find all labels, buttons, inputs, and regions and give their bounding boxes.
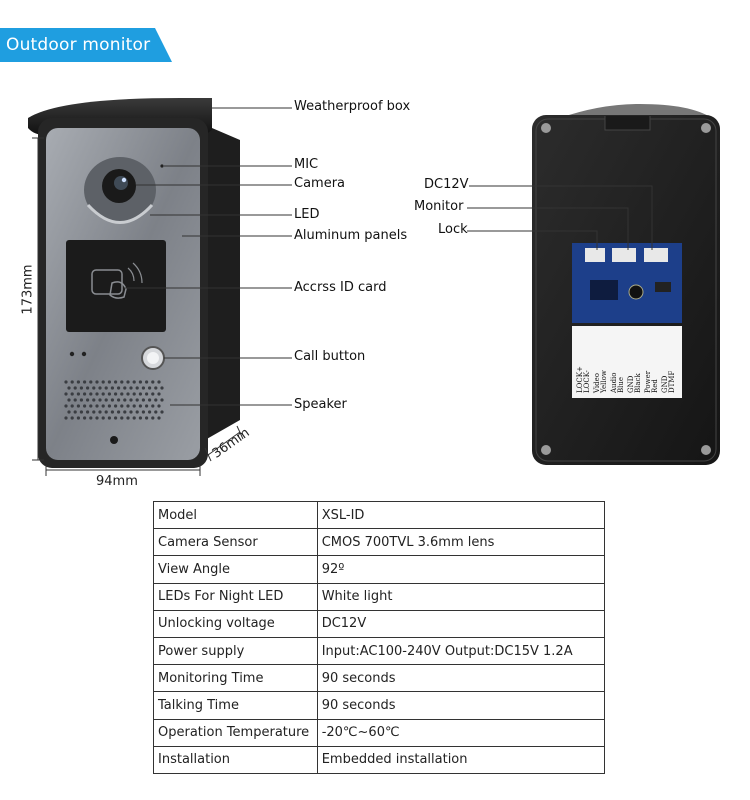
spec-value: XSL-ID [316,500,606,530]
table-row: Operation Temperature-20℃~60℃ [153,718,606,747]
mic-icon [160,164,164,168]
dimension-height: 173mm [20,264,36,315]
spec-label: View Angle [153,555,318,584]
spec-label: Operation Temperature [153,718,318,747]
spec-value: -20℃~60℃ [316,718,606,747]
spec-value: 90 seconds [316,664,606,693]
back-callout-lines [467,185,653,250]
screw-icon [541,123,551,133]
label-access-id-card: Accrss ID card [294,280,387,295]
terminal-label: Audio [610,373,618,395]
spec-value: 90 seconds [316,691,606,720]
card-reader-area [66,240,166,332]
label-aluminum-panels: Aluminum panels [294,228,408,243]
label-monitor: Monitor [414,199,464,214]
terminal-label-sticker [572,326,682,398]
screw-icon [701,123,711,133]
label-camera: Camera [294,176,346,191]
label-lock: Lock [438,222,468,237]
spec-label: Model [153,500,318,530]
front-unit [28,98,240,468]
screw-icon [541,445,551,455]
terminal-label: GND [627,375,635,393]
label-dc12v: DC12V [424,177,469,192]
spec-value: DC12V [316,609,606,638]
terminal-label: Power [644,370,652,393]
section-banner: Outdoor monitor [0,28,172,62]
spec-value: White light [316,582,606,611]
speaker-grille-icon [64,380,164,420]
id-card-icon [91,269,123,295]
terminal-label: Black [634,373,642,393]
label-speaker: Speaker [294,397,347,412]
terminal-label: LOCK+ [576,366,584,393]
terminal-label: DTMF [668,371,676,393]
spec-label: Power supply [153,636,318,666]
spec-label: Installation [153,745,318,774]
label-led: LED [294,207,320,222]
label-weatherproof-box: Weatherproof box [294,99,411,114]
front-callout-lines [124,107,292,406]
dimension-width: 94mm [96,474,138,489]
terminal-label: Video [593,373,601,394]
spec-value: Input:AC100-240V Output:DC15V 1.2A [316,636,606,666]
terminal-label: Blue [617,377,625,393]
terminal-label: Yellow [600,370,608,394]
spec-label: Monitoring Time [153,664,318,693]
screw-icon [701,445,711,455]
spec-value: Embedded installation [316,745,606,774]
terminal-label: LOCK- [583,370,591,393]
terminal-label: Red [651,379,659,393]
label-call-button: Call button [294,349,366,364]
terminal-label: GND [661,375,669,393]
spec-label: Unlocking voltage [153,609,318,638]
spec-label: LEDs For Night LED [153,582,318,611]
led-ring-icon [86,203,154,224]
label-mic: MIC [294,157,319,172]
spec-value: 92º [316,555,606,584]
spec-label: Talking Time [153,691,318,720]
dimension-lines [32,137,244,476]
spec-value: CMOS 700TVL 3.6mm lens [316,528,606,557]
spec-label: Camera Sensor [153,528,318,557]
